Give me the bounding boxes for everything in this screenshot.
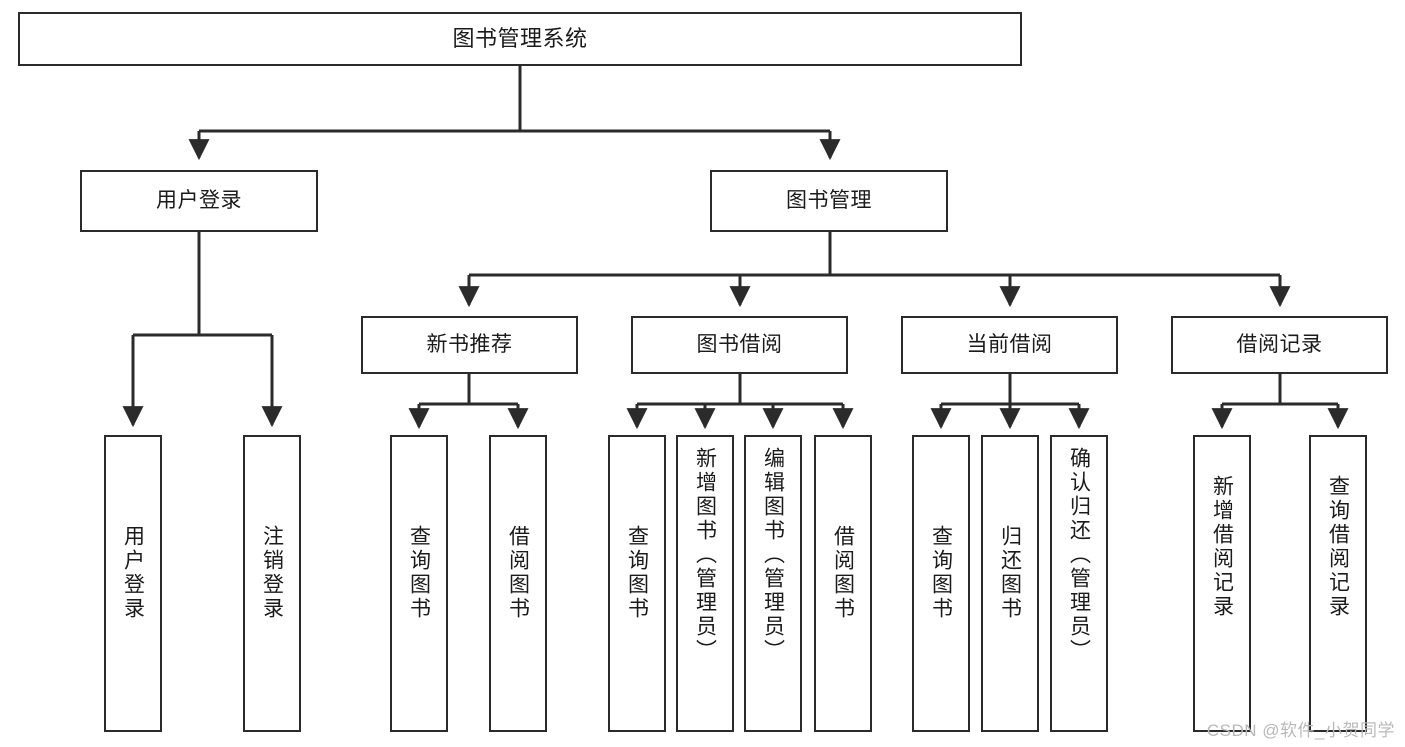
leaf-current-confirm-return-admin[interactable]: 确认归还（管理员） xyxy=(1050,435,1108,732)
node-label: 图书管理系统 xyxy=(452,26,588,52)
leaf-borrow-borrow-book[interactable]: 借阅图书 xyxy=(814,435,872,732)
node-label: 查询图书 xyxy=(929,525,953,621)
leaf-borrow-add-book-admin[interactable]: 新增图书（管理员） xyxy=(676,435,734,732)
node-label: 编辑图书（管理员） xyxy=(761,447,785,663)
node-label: 图书管理 xyxy=(786,188,872,212)
leaf-current-return-book[interactable]: 归还图书 xyxy=(981,435,1039,732)
csdn-watermark: CSDN @软件_小贺同学 xyxy=(1206,721,1395,740)
node-label: 借阅图书 xyxy=(831,525,855,621)
node-label: 归还图书 xyxy=(998,525,1022,621)
node-label: 用户登录 xyxy=(121,525,145,621)
leaf-current-query-book[interactable]: 查询图书 xyxy=(912,435,970,732)
node-label: 当前借阅 xyxy=(966,332,1053,356)
node-label: 借阅记录 xyxy=(1236,332,1323,356)
node-label: 注销登录 xyxy=(260,525,284,621)
node-current-borrow[interactable]: 当前借阅 xyxy=(901,316,1118,374)
node-root-system[interactable]: 图书管理系统 xyxy=(18,12,1022,66)
node-label: 新书推荐 xyxy=(426,332,513,356)
node-label: 查询图书 xyxy=(625,525,649,621)
node-label: 图书借阅 xyxy=(696,332,783,356)
leaf-borrow-edit-book-admin[interactable]: 编辑图书（管理员） xyxy=(744,435,802,732)
node-label: 查询借阅记录 xyxy=(1326,475,1350,619)
node-book-management[interactable]: 图书管理 xyxy=(710,170,948,232)
node-user-login[interactable]: 用户登录 xyxy=(80,170,318,232)
leaf-recommend-query-book[interactable]: 查询图书 xyxy=(390,435,448,732)
node-label: 用户登录 xyxy=(156,188,242,212)
leaf-record-query-record[interactable]: 查询借阅记录 xyxy=(1309,435,1367,732)
node-new-book-recommend[interactable]: 新书推荐 xyxy=(361,316,578,374)
node-label: 确认归还（管理员） xyxy=(1067,447,1091,663)
leaf-recommend-borrow-book[interactable]: 借阅图书 xyxy=(489,435,547,732)
node-label: 查询图书 xyxy=(407,525,431,621)
node-label: 借阅图书 xyxy=(506,525,530,621)
node-book-borrow[interactable]: 图书借阅 xyxy=(631,316,848,374)
node-label: 新增图书（管理员） xyxy=(693,447,717,663)
leaf-user-login-login[interactable]: 用户登录 xyxy=(104,435,162,732)
node-label: 新增借阅记录 xyxy=(1210,475,1234,619)
node-borrow-record[interactable]: 借阅记录 xyxy=(1171,316,1388,374)
leaf-record-add-record[interactable]: 新增借阅记录 xyxy=(1193,435,1251,732)
leaf-user-login-logout[interactable]: 注销登录 xyxy=(243,435,301,732)
leaf-borrow-query-book[interactable]: 查询图书 xyxy=(608,435,666,732)
